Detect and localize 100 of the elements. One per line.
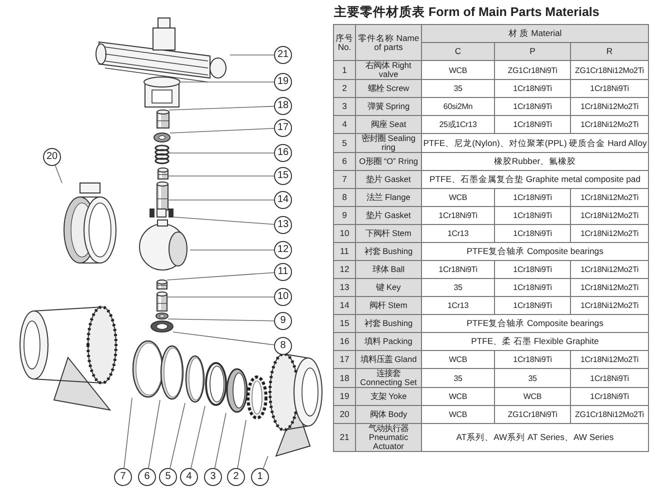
table-cell: 弹簧 Spring xyxy=(356,98,422,116)
table-cell: 1Cr18Ni9Ti xyxy=(570,388,648,406)
callout-number: 16 xyxy=(274,144,292,162)
callout-number: 5 xyxy=(159,468,177,486)
callout-number: 3 xyxy=(204,468,222,486)
table-cell: 25或1Cr13 xyxy=(422,116,494,134)
table-cell: 1Cr18Ni12Mo2Ti xyxy=(570,296,648,314)
table-cell: ZG1Cr18Ni12Mo2Ti xyxy=(570,60,648,80)
table-cell: 法兰 Flange xyxy=(356,188,422,206)
table-cell: 19 xyxy=(334,388,356,406)
table-cell: 垫片 Gasket xyxy=(356,170,422,188)
table-cell: PTFE复合轴承 Composite bearings xyxy=(422,314,648,332)
callout-number: 4 xyxy=(180,468,198,486)
callout-number: 18 xyxy=(274,97,292,115)
header-cell: 材 质 Material xyxy=(422,24,648,42)
yoke-drawing xyxy=(144,76,180,108)
table-cell: 1Cr18Ni12Mo2Ti xyxy=(570,206,648,224)
stem-drawing xyxy=(156,182,168,210)
table-cell: WCB xyxy=(422,350,494,368)
gasket-drawing xyxy=(156,312,168,320)
table-cell: 1 xyxy=(334,60,356,80)
table-cell: 1Cr18Ni9Ti xyxy=(570,80,648,98)
leader-line xyxy=(168,152,274,154)
valve-body-drawing xyxy=(64,182,116,264)
screw-ring-drawing xyxy=(246,376,268,420)
callout-number: 9 xyxy=(274,312,292,330)
table-cell: 10 xyxy=(334,224,356,242)
callout-number: 15 xyxy=(274,167,292,185)
callout-number: 13 xyxy=(274,216,292,234)
table-cell: 衬套 Bushing xyxy=(356,314,422,332)
bushing-drawing xyxy=(156,280,168,290)
table-cell: 1Cr18Ni12Mo2Ti xyxy=(570,278,648,296)
callout-number: 12 xyxy=(274,241,292,259)
table-cell: 1Cr18Ni12Mo2Ti xyxy=(570,98,648,116)
leader-line xyxy=(170,402,186,469)
table-cell: 球体 Ball xyxy=(356,260,422,278)
header-cell: P xyxy=(494,42,570,60)
actuator-drawing xyxy=(96,18,226,82)
table-cell: 1Cr18Ni9Ti xyxy=(494,206,570,224)
table-cell: 60si2Mn xyxy=(422,98,494,116)
table-cell: 21 xyxy=(334,424,356,452)
table-cell: 1Cr18Ni9Ti xyxy=(494,188,570,206)
table-cell: 35 xyxy=(422,80,494,98)
table-cell: 橡胶Rubber、氟橡胶 xyxy=(422,152,648,170)
table-cell: 1Cr18Ni12Mo2Ti xyxy=(570,260,648,278)
table-cell: 8 xyxy=(334,188,356,206)
table-cell: 1Cr18Ni9Ti xyxy=(422,260,494,278)
callout-number: 10 xyxy=(274,288,292,306)
leader-line xyxy=(168,106,274,110)
leader-line xyxy=(237,420,246,469)
table-cell: 1Cr18Ni9Ti xyxy=(494,80,570,98)
table-cell: AT系列、AW系列 AT Series、AW Series xyxy=(422,424,648,452)
table-cell: 11 xyxy=(334,242,356,260)
callout-number: 6 xyxy=(138,468,156,486)
leader-line xyxy=(214,412,226,469)
table-cell: ZG1Cr18Ni9Ti xyxy=(494,60,570,80)
table-cell: 13 xyxy=(334,278,356,296)
leader-line xyxy=(172,216,274,225)
table-cell: 15 xyxy=(334,314,356,332)
flange-drawing xyxy=(150,320,174,332)
right-valve-drawing xyxy=(268,352,322,457)
table-cell: 填料压盖 Gland xyxy=(356,350,422,368)
table-cell: 1Cr18Ni9Ti xyxy=(494,260,570,278)
sleeve-drawing xyxy=(156,110,170,128)
callout-number: 20 xyxy=(43,148,61,166)
leader-line xyxy=(262,456,268,469)
table-cell: 4 xyxy=(334,116,356,134)
table-cell: 9 xyxy=(334,206,356,224)
table-cell: PTFE、柔 石墨 Flexible Graphite xyxy=(422,332,648,350)
ball-drawing xyxy=(139,220,188,270)
table-cell: 支架 Yoke xyxy=(356,388,422,406)
table-cell: 35 xyxy=(422,368,494,388)
header-cell: 零件名称 Name of parts xyxy=(356,24,422,60)
table-cell: 1Cr18Ni12Mo2Ti xyxy=(570,224,648,242)
table-cell: 1Cr18Ni9Ti xyxy=(570,368,648,388)
leader-line xyxy=(166,272,274,280)
table-cell: WCB xyxy=(422,388,494,406)
table-cell: 气动执行器 Pneumatic Actuator xyxy=(356,424,422,452)
table-cell: 3 xyxy=(334,98,356,116)
table-cell: O形圈 “O” Rring xyxy=(356,152,422,170)
table-cell: WCB xyxy=(422,60,494,80)
table-cell: 7 xyxy=(334,170,356,188)
table-cell: 阀座 Seat xyxy=(356,116,422,134)
sealing-ring-drawing xyxy=(185,355,205,403)
table-cell: 右阀体 Right valve xyxy=(356,60,422,80)
table-cell: PTFE复合轴承 Composite bearings xyxy=(422,242,648,260)
table-cell: 阀杆 Stem xyxy=(356,296,422,314)
callout-number: 14 xyxy=(274,191,292,209)
callout-number: 2 xyxy=(227,468,245,486)
callout-number: 17 xyxy=(274,119,292,137)
table-cell: PTFE、石墨金属复合垫 Graphite metal composite pad xyxy=(422,170,648,188)
o-ring-drawing xyxy=(160,345,184,400)
table-cell: WCB xyxy=(422,188,494,206)
table-cell: 螺栓 Screw xyxy=(356,80,422,98)
callout-number: 21 xyxy=(274,46,292,64)
table-cell: 1Cr18Ni12Mo2Ti xyxy=(570,188,648,206)
table-cell: 下阀杆 Stem xyxy=(356,224,422,242)
gland-drawing xyxy=(154,132,170,142)
table-cell: PTFE、尼龙(Nylon)、对位聚苯(PPL) 硬质合金 Hard Alloy xyxy=(422,134,648,152)
leader-line xyxy=(124,398,132,468)
